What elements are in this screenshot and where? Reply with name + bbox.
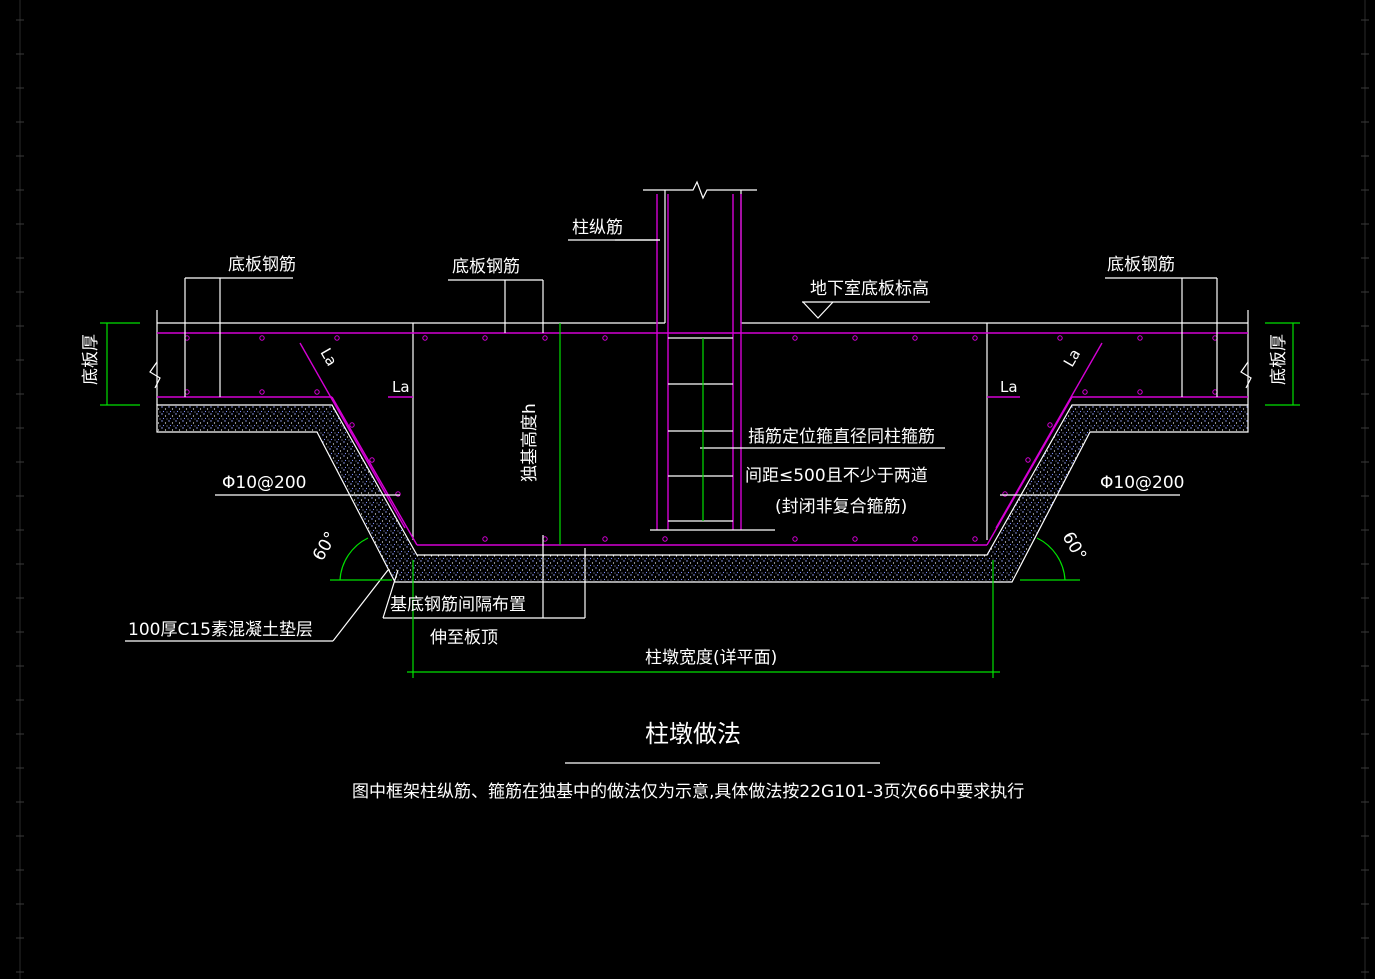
rebar-dot: [349, 422, 355, 428]
rebar-dot: [482, 536, 488, 542]
label-rebar-left: Φ10@200: [222, 473, 306, 493]
rebar-dot: [1082, 389, 1088, 395]
dimensions: [100, 322, 1300, 678]
rebar-dot: [602, 536, 608, 542]
label-la-right: La: [1000, 378, 1018, 396]
column: [643, 180, 775, 531]
rebar-dot: [1137, 389, 1143, 395]
label-bottom-bar-mid: 底板钢筋: [452, 257, 520, 277]
label-bedding: 100厚C15素混凝土垫层: [128, 620, 313, 640]
rebar-dot: [369, 457, 375, 463]
label-rebar-right: Φ10@200: [1100, 473, 1184, 493]
rebar-dot: [792, 335, 798, 341]
leader-lines: [125, 239, 1218, 764]
rebar-dot: [852, 335, 858, 341]
rebar-dot: [395, 491, 401, 497]
label-base-bar-interval: 基底钢筋间隔布置: [390, 595, 526, 615]
label-bottom-bar-left: 底板钢筋: [228, 255, 296, 275]
rebar-dot: [422, 335, 428, 341]
label-slab-thick-right: 底板厚: [1269, 334, 1289, 385]
label-la-diag-right: La: [1060, 346, 1084, 370]
rebar-dot: [852, 536, 858, 542]
drawing-title: 柱墩做法: [645, 720, 741, 748]
break-mark-left: [149, 361, 161, 389]
frame-ticks: [16, 0, 1369, 979]
label-extend-top: 伸至板顶: [430, 628, 498, 648]
drawing-note: 图中框架柱纵筋、箍筋在独基中的做法仅为示意,具体做法按22G101-3页次66中…: [352, 782, 1024, 802]
label-bottom-bar-right: 底板钢筋: [1107, 255, 1175, 275]
label-spacing-note: 间距≤500且不少于两道: [745, 466, 928, 486]
label-pier-width: 柱墩宽度(详平面): [645, 648, 777, 668]
label-column-long-bar: 柱纵筋: [572, 218, 623, 238]
label-la-left: La: [392, 378, 410, 396]
label-dowel-stirrup: 插筋定位箍直径同柱箍筋: [748, 427, 935, 447]
bedding-layer: [156, 404, 1249, 583]
label-slab-thick-left: 底板厚: [81, 334, 101, 385]
rebar-dot: [1137, 335, 1143, 341]
label-basement-elev: 地下室底板标高: [810, 279, 929, 299]
labels: 底板钢筋 底板钢筋 底板钢筋 柱纵筋 地下室底板标高 底板厚 底板厚 La La…: [81, 218, 1289, 802]
label-found-height: 独基高度h: [520, 403, 540, 482]
rebar-dot: [662, 536, 668, 542]
rebar-dot: [1002, 491, 1008, 497]
label-closed-note: (封闭非复合箍筋): [775, 497, 907, 517]
label-angle-left: 60°: [309, 528, 341, 564]
rebar-dot: [334, 335, 340, 341]
rebar-dot: [1025, 457, 1031, 463]
rebar-dot: [792, 536, 798, 542]
break-mark-right: [1240, 361, 1252, 389]
label-angle-right: 60°: [1058, 529, 1090, 565]
rebar-dot: [542, 335, 548, 341]
rebar-dot: [912, 335, 918, 341]
rebar-dot: [1057, 335, 1063, 341]
rebar-dot: [482, 335, 488, 341]
rebar-dot: [314, 389, 320, 395]
label-la-diag-left: La: [317, 345, 341, 369]
rebar-dot: [972, 536, 978, 542]
rebar-dot: [1047, 422, 1053, 428]
slab-outline: [156, 310, 1249, 540]
rebar-dot: [912, 536, 918, 542]
rebar-dot: [259, 335, 265, 341]
rebar-dot: [602, 335, 608, 341]
rebar-lines: [157, 332, 1248, 546]
rebar-dot: [972, 335, 978, 341]
rebar-dot: [259, 389, 265, 395]
